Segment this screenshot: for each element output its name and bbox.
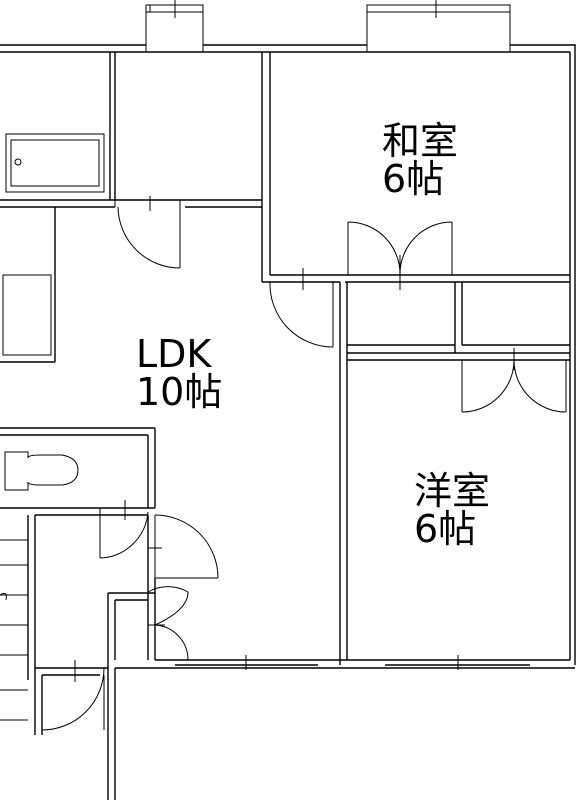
room-size-ldk: 10帖 — [136, 370, 223, 414]
kitchen-counter — [0, 207, 56, 363]
toilet-area — [0, 427, 156, 516]
washitsu-closet-doors — [347, 221, 453, 290]
room-label-yoshitsu: 洋室 6帖 — [414, 472, 490, 548]
toilet-door — [99, 500, 149, 559]
room-name-ldk: LDK — [136, 332, 212, 376]
bath-area — [0, 52, 116, 208]
room-label-ldk: LDK 10帖 — [136, 335, 222, 411]
room-size-washitsu: 6帖 — [382, 157, 445, 201]
washitsu-door — [269, 268, 334, 348]
ldk-door — [148, 514, 219, 579]
room-name-yoshitsu: 洋室 — [414, 469, 491, 513]
outer-walls — [0, 44, 576, 665]
top-window-right — [366, 0, 511, 53]
room-label-washitsu: 和室 6帖 — [382, 122, 458, 198]
ldk-top-door — [114, 196, 181, 269]
staircase — [0, 515, 36, 721]
top-window-left — [145, 0, 204, 53]
upper-walls — [115, 52, 570, 283]
entrance-door — [34, 660, 108, 735]
entry-closet — [107, 586, 189, 668]
room-name-washitsu: 和室 — [382, 119, 459, 163]
room-size-yoshitsu: 6帖 — [414, 507, 477, 551]
bottom-walls — [107, 515, 575, 800]
closet-block — [339, 282, 570, 665]
yoshitsu-closet-doors — [461, 348, 567, 413]
